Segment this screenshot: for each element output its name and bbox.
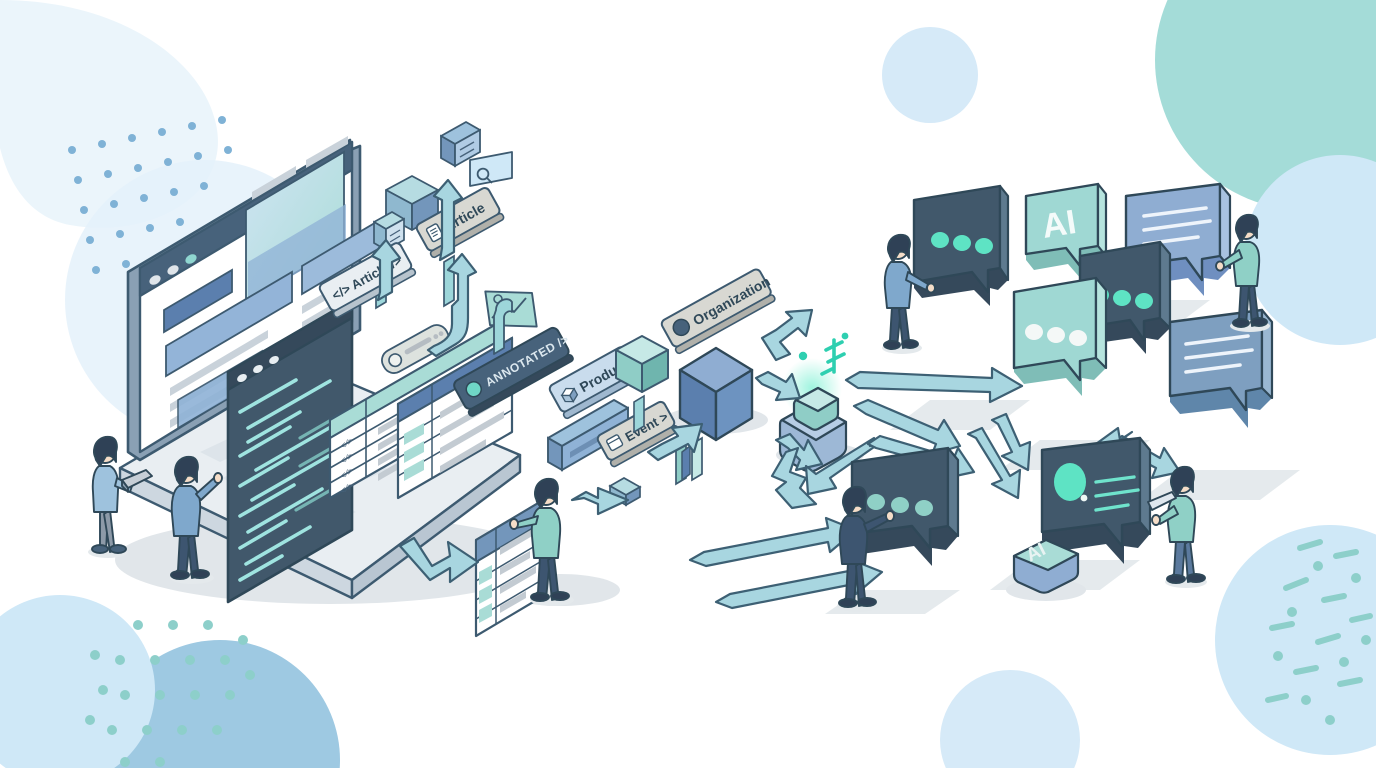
ai-chat-bubbles[interactable]: AI	[850, 182, 1274, 594]
person-with-tablet-right	[1147, 465, 1207, 588]
processing-cube[interactable]	[678, 332, 849, 473]
search-chip[interactable]	[469, 151, 513, 187]
bubble-text-lines	[1184, 334, 1254, 374]
document-icon-top	[440, 121, 481, 168]
chip-event[interactable]: Event >	[596, 400, 680, 468]
building-icon	[672, 318, 691, 337]
search-icon	[476, 167, 490, 181]
badge-icon	[388, 353, 403, 368]
calendar-icon	[606, 434, 624, 452]
people	[88, 213, 1270, 612]
person-pointing-laptop	[170, 455, 223, 584]
table-card-front	[474, 500, 542, 638]
dot-grid-bottomleft	[85, 620, 255, 767]
person-at-bubble-center	[837, 485, 895, 612]
cube-icon-chip	[560, 387, 579, 403]
document-icon-chip	[425, 223, 444, 243]
chip-product[interactable]: Product	[548, 345, 641, 420]
bubble-dark-avatar	[1040, 436, 1152, 564]
person-at-table	[509, 477, 574, 606]
schema-chips[interactable]: </> Article /> Article	[318, 121, 779, 507]
code-lines	[238, 378, 338, 582]
editor-traffic-lights	[237, 355, 279, 383]
person-with-laptop-left	[88, 435, 153, 558]
code-brackets-icon	[675, 436, 703, 486]
flow-arrows	[370, 178, 1182, 610]
typing-dots	[1025, 324, 1087, 346]
bubble-text-lines	[1094, 475, 1140, 512]
slab-product	[547, 399, 629, 472]
typing-dots	[867, 494, 933, 516]
cube-icon	[385, 175, 439, 231]
dash-confetti	[1265, 539, 1373, 703]
chip-organization[interactable]: Organization	[660, 266, 779, 355]
bubble-dark-dots-left	[912, 184, 1010, 306]
code-editor-window[interactable]	[226, 298, 354, 604]
bubble-ai-label: AI	[1039, 203, 1079, 246]
person-right-edge	[1215, 213, 1270, 332]
cube-mint	[615, 335, 669, 393]
sparkle-icon	[820, 338, 846, 376]
dash-confetti-dots	[1273, 561, 1371, 725]
typing-dots	[931, 232, 993, 254]
document-icon-mid	[373, 211, 405, 252]
person-at-bubble-left	[882, 233, 936, 354]
bubble-lines-steel	[1168, 308, 1274, 428]
chip-annotation-pill[interactable]	[378, 321, 453, 377]
hook-shape	[493, 298, 513, 355]
avatar	[1054, 463, 1086, 501]
status-dot-icon	[465, 380, 483, 398]
dot-grid-topleft	[68, 116, 232, 274]
browser-traffic-lights	[149, 254, 197, 285]
bubble-mint-dots	[1012, 276, 1108, 396]
bubble-dark-dots-lower	[850, 446, 960, 566]
accent-bar-3	[633, 394, 645, 434]
